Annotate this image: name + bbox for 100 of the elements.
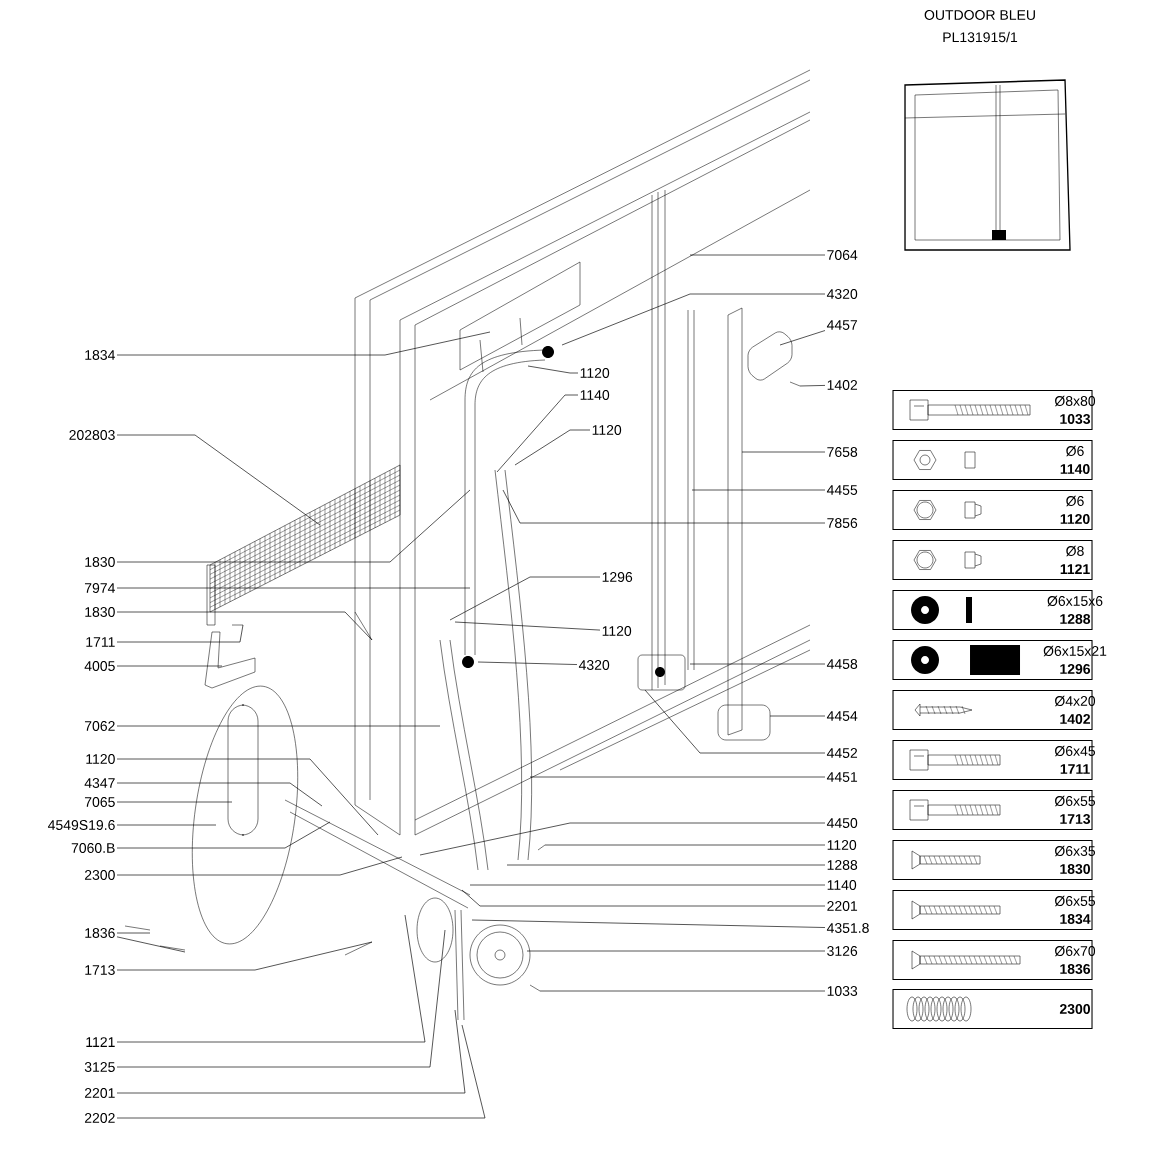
callout-number: 7062	[84, 721, 115, 731]
callout-number: 3126	[827, 946, 858, 956]
leader-line	[502, 489, 826, 524]
callout-number: 1830	[85, 607, 115, 617]
leader-line	[116, 941, 373, 971]
leader-line	[496, 394, 579, 473]
leader-line	[116, 331, 491, 356]
callout-number: 4549S19.6	[48, 820, 115, 830]
leader-line	[799, 385, 826, 387]
callout-number: 1120	[827, 840, 857, 850]
title: OUTDOOR BLEU	[924, 10, 1035, 20]
callout-number: 1713	[85, 965, 115, 975]
leader-line	[514, 429, 591, 466]
leader-line	[461, 889, 826, 907]
callout-number: 7856	[827, 518, 858, 528]
callout-number: 4320	[578, 660, 610, 670]
leader-line	[116, 489, 471, 563]
callout-number: 2201	[84, 1088, 115, 1098]
hardware-box: 2300	[892, 988, 1093, 1030]
leader-line	[477, 661, 578, 665]
leader-line	[449, 576, 601, 621]
leader-line	[691, 489, 826, 491]
callout-number: 4351.8	[826, 923, 869, 933]
callout-number: 1120	[86, 754, 115, 764]
callout-number: 1830	[85, 557, 115, 567]
callout-number: 2202	[84, 1113, 115, 1123]
hardware-box: Ø6 1140	[892, 439, 1093, 481]
leader-line	[116, 434, 321, 526]
callout-number: 1121	[86, 1037, 115, 1047]
hardware-box: Ø8 1121	[892, 539, 1093, 581]
callout-number: 4457	[826, 320, 858, 330]
hardware-box: Ø6x70 1836	[892, 939, 1096, 981]
leader-line	[116, 624, 244, 643]
leader-line	[116, 801, 233, 803]
callout-number: 1120	[580, 368, 610, 378]
leader-line	[689, 254, 826, 256]
hardware-box: Ø4x20 1402	[892, 689, 1096, 731]
callout-number: 7974	[84, 583, 115, 593]
leader-line	[116, 914, 426, 1043]
callout-number: 1834	[85, 350, 115, 360]
callout-number: 1033	[827, 986, 858, 996]
leader-line	[506, 864, 826, 866]
hardware-box: Ø6 1120	[892, 489, 1093, 531]
leader-line	[116, 856, 403, 876]
hardware-box: Ø8x80 1033	[892, 389, 1096, 431]
leader-line	[116, 824, 217, 826]
callout-number: 4320	[826, 289, 858, 299]
leader-line	[454, 621, 601, 631]
callout-number: 2300	[84, 870, 115, 880]
callout-number: 4458	[826, 659, 858, 669]
hardware-box: Ø6x15x6 1288	[892, 589, 1103, 631]
part-number: PL131915/1	[943, 31, 1018, 43]
leader-line	[116, 758, 379, 836]
leader-line	[116, 936, 186, 953]
callout-number: 7060.B	[71, 843, 115, 853]
callout-number: 1402	[827, 380, 858, 390]
callout-number: 4454	[826, 711, 858, 721]
leader-line	[689, 663, 826, 665]
callout-number: 4455	[826, 485, 858, 495]
leader-line	[527, 365, 579, 374]
callout-number: 1140	[827, 880, 857, 890]
leader-line	[116, 1024, 486, 1119]
callout-number: 1288	[827, 860, 858, 870]
leader-line	[116, 782, 323, 807]
callout-number: 4452	[826, 748, 858, 758]
leader-line	[529, 776, 826, 778]
callout-number: 1120	[592, 425, 622, 435]
leader-line	[116, 821, 331, 849]
hardware-box: Ø6x55 1713	[892, 789, 1096, 831]
leader-line	[116, 1009, 466, 1094]
callout-number: 2201	[827, 901, 858, 911]
callout-number: 1711	[86, 637, 115, 647]
leader-line	[539, 990, 826, 992]
leader-line	[116, 611, 373, 641]
leader-line	[561, 293, 826, 346]
leader-line	[419, 822, 826, 856]
callout-number: 1140	[580, 390, 610, 400]
leader-line	[779, 330, 826, 346]
leader-line	[469, 884, 826, 886]
hardware-box: Ø6x55 1834	[892, 889, 1096, 931]
leader-line	[116, 929, 446, 1068]
callout-number: 4450	[826, 818, 858, 828]
hardware-box: Ø6x35 1830	[892, 839, 1096, 881]
hardware-box: Ø6x45 1711	[892, 739, 1096, 781]
hardware-box: Ø6x15x21 1296	[892, 639, 1107, 681]
callout-number: 7658	[827, 447, 858, 457]
callout-number: 4005	[84, 661, 115, 671]
callout-number: 7065	[84, 797, 115, 807]
callout-number: 1296	[602, 572, 633, 582]
callout-number: 1836	[85, 928, 115, 938]
callout-number: 202803	[69, 430, 115, 440]
leader-line	[116, 665, 223, 667]
callout-number: 4347	[84, 778, 115, 788]
callout-number: 3125	[84, 1062, 115, 1072]
leader-line	[769, 715, 826, 717]
callout-number: 1120	[602, 626, 632, 636]
leader-line	[644, 689, 826, 754]
leader-line	[116, 725, 441, 727]
callout-number: 7064	[827, 250, 858, 260]
leader-line	[471, 919, 826, 928]
